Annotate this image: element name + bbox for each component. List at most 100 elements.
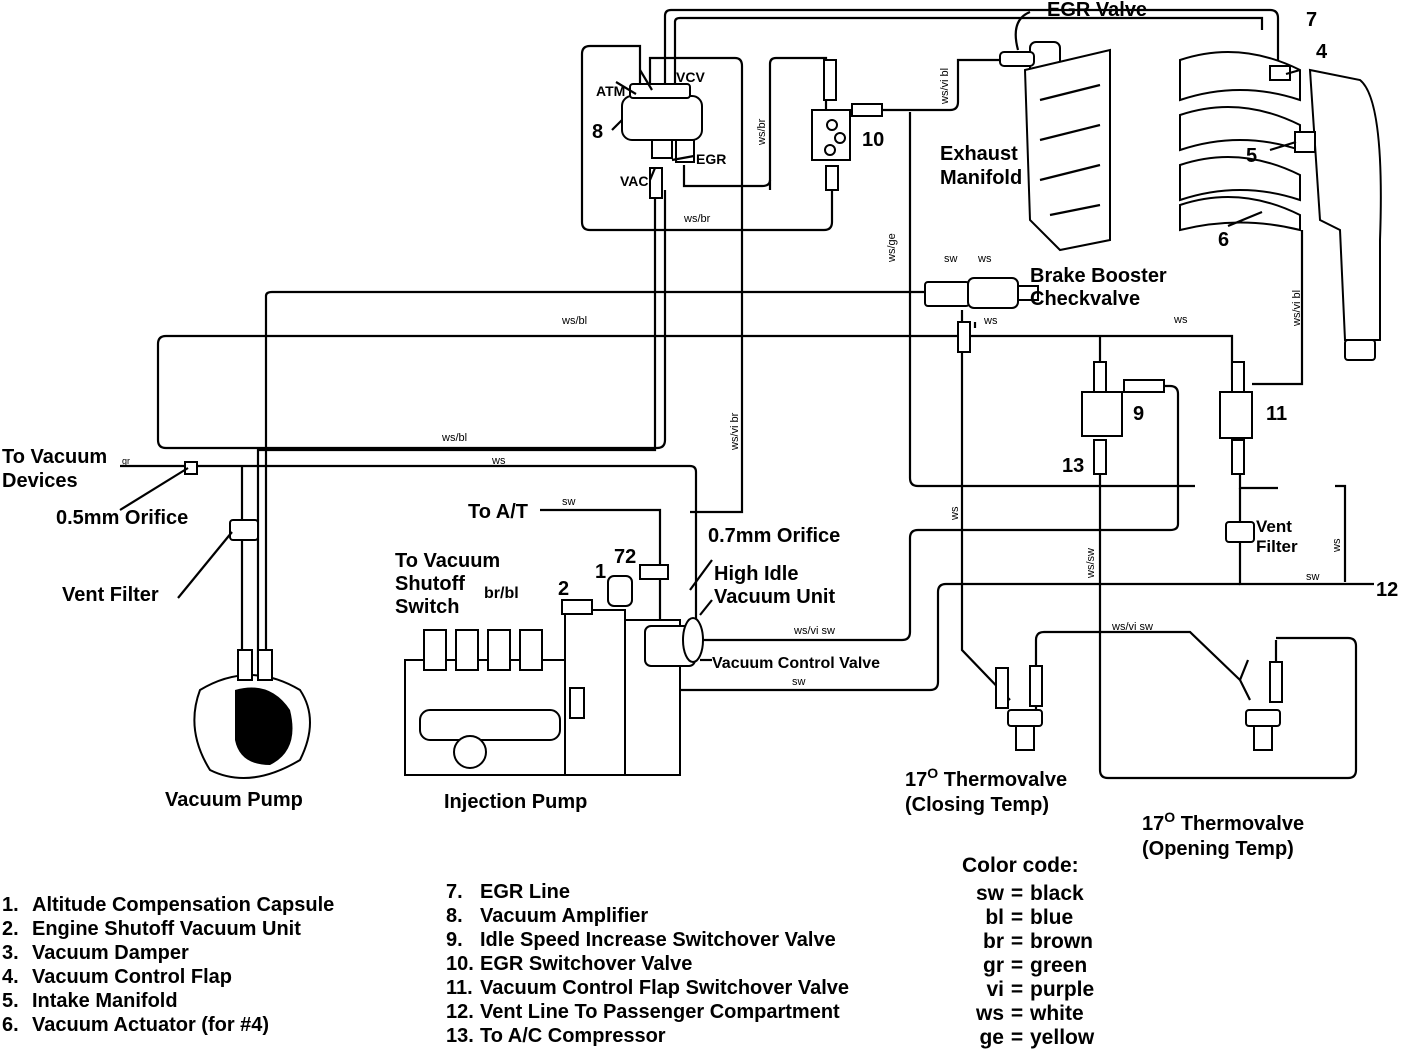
wire-label: ws/vi bl: [1291, 290, 1303, 327]
legend-item: 9.Idle Speed Increase Switchover Valve: [446, 929, 836, 951]
vacuum-control-valve-label: Vacuum Control Valve: [712, 655, 880, 672]
orifice-05-label: 0.5mm Orifice: [56, 507, 188, 529]
wire-label: br/bl: [484, 585, 519, 602]
wire-label: sw: [562, 496, 576, 508]
color-code-item: vi=purple: [986, 978, 1095, 1001]
callout-7: 7: [1306, 9, 1317, 31]
color-code-item: sw=black: [975, 882, 1084, 905]
wire-label: ws: [977, 253, 992, 265]
to-at-label: To A/T: [468, 501, 528, 523]
egr-port-label: EGR: [696, 151, 726, 167]
brake-booster-label-2: Checkvalve: [1030, 288, 1140, 310]
callout-13: 13: [1062, 455, 1084, 477]
legend-item: 6.Vacuum Actuator (for #4): [2, 1014, 270, 1036]
vacuum-pump: [193, 649, 311, 779]
thermovalve-closing: [995, 665, 1043, 751]
high-idle-label-1: High Idle: [714, 563, 798, 585]
wire-label: ws: [1173, 314, 1188, 326]
egr-valve-label: EGR Valve: [1047, 0, 1147, 21]
wire-label: ws: [949, 506, 961, 521]
wire-label: ws/vi sw: [1111, 621, 1153, 633]
vacuum-amplifier: [621, 83, 703, 199]
callout-12: 12: [1376, 579, 1398, 601]
leader-lines: [119, 68, 1301, 662]
thermovalve-opening-label-2: (Opening Temp): [1142, 838, 1294, 860]
wire-label: sw: [1306, 571, 1320, 583]
vacuum-pump-label: Vacuum Pump: [165, 789, 303, 811]
thermovalve-opening-label-1: 17O Thermovalve: [1142, 809, 1304, 835]
wire-label: ws/sw: [1085, 548, 1097, 579]
egr-switchover-valve: [811, 59, 883, 191]
to-vacuum-devices-label-1: To Vacuum: [2, 446, 107, 468]
wire-label: sw: [792, 676, 806, 688]
vent-filter-right-label-1: Vent: [1256, 517, 1292, 536]
to-vacuum-shutoff-label-3: Switch: [395, 596, 459, 618]
wire-label: ws/vi bl: [939, 68, 951, 105]
thermovalve-closing-label-1: 17O Thermovalve: [905, 765, 1067, 791]
vacuum-hoses: [120, 8, 1374, 780]
callout-8: 8: [592, 121, 603, 143]
legend-item: 3.Vacuum Damper: [2, 942, 189, 964]
vac-label: VAC: [620, 173, 649, 189]
wire-label: gr: [122, 456, 130, 466]
callout-10: 10: [862, 129, 884, 151]
legend-item: 2.Engine Shutoff Vacuum Unit: [2, 918, 301, 940]
injection-pump-label: Injection Pump: [444, 791, 587, 813]
legend-left: 1.Altitude Compensation Capsule 2.Engine…: [2, 893, 334, 1037]
legend-item: 8.Vacuum Amplifier: [446, 905, 649, 927]
legend-item: 4.Vacuum Control Flap: [2, 966, 233, 988]
color-code-item: ws=white: [975, 1002, 1084, 1025]
callout-2: 2: [558, 578, 569, 600]
color-code-item: bl=blue: [985, 906, 1074, 929]
exhaust-manifold-label-2: Manifold: [940, 167, 1022, 189]
wire-label: ws: [983, 315, 998, 327]
intake-manifold: [1179, 51, 1382, 361]
callout-5: 5: [1246, 145, 1257, 167]
legend-right: 7.EGR Line 8.Vacuum Amplifier 9.Idle Spe…: [446, 880, 849, 1048]
thermovalve-closing-label-2: (Closing Temp): [905, 794, 1049, 816]
atm-label: ATM: [596, 83, 625, 99]
wire-label: ws/br: [683, 213, 711, 225]
color-code-item: br=brown: [983, 930, 1093, 953]
callout-11: 11: [1266, 403, 1287, 425]
vent-filter-right-label-2: Filter: [1256, 537, 1298, 556]
brake-booster-label-1: Brake Booster: [1030, 265, 1167, 287]
callout-6: 6: [1218, 229, 1229, 251]
wire-label: ws/br: [756, 118, 768, 146]
wire-label: ws/bl: [441, 432, 467, 444]
wire-label: ws/vi br: [729, 412, 741, 451]
thermovalve-opening: [1245, 661, 1283, 751]
callout-9: 9: [1133, 403, 1144, 425]
injection-pump: [404, 564, 704, 776]
to-vacuum-shutoff-label-1: To Vacuum: [395, 550, 500, 572]
legend-item: 13.To A/C Compressor: [446, 1025, 666, 1047]
exhaust-manifold: [1023, 48, 1111, 252]
orifice-07-label: 0.7mm Orifice: [708, 525, 840, 547]
vent-filter-right: [1225, 521, 1255, 543]
legend-item: 10.EGR Switchover Valve: [446, 953, 693, 975]
color-code-item: gr=green: [983, 954, 1088, 977]
wire-label: ws: [1331, 538, 1343, 553]
to-vacuum-devices-label-2: Devices: [2, 470, 78, 492]
legend-item: 12.Vent Line To Passenger Compartment: [446, 1001, 840, 1023]
brake-booster-checkvalve: [924, 277, 1039, 353]
wire-label: sw: [944, 253, 958, 265]
wire-label: ws: [491, 455, 506, 467]
exhaust-manifold-label-1: Exhaust: [940, 143, 1018, 165]
callout-72: 72: [614, 546, 636, 568]
vent-filter-left: [184, 461, 259, 541]
legend-item: 7.EGR Line: [446, 881, 571, 903]
callout-1: 1: [595, 561, 606, 583]
wire-label: ws/vi sw: [793, 625, 835, 637]
color-code-title: Color code:: [962, 854, 1079, 877]
legend-item: 5.Intake Manifold: [2, 990, 178, 1012]
vcv-label: VCV: [676, 69, 705, 85]
wire-label: ws/bl: [561, 315, 587, 327]
color-code-legend: Color code: sw=black bl=blue br=brown gr…: [962, 854, 1094, 1050]
vent-filter-left-label: Vent Filter: [62, 584, 159, 606]
high-idle-label-2: Vacuum Unit: [714, 586, 835, 608]
legend-item: 11.Vacuum Control Flap Switchover Valve: [446, 977, 849, 999]
to-vacuum-shutoff-label-2: Shutoff: [395, 573, 465, 595]
vacuum-control-flap-switchover-valve: [1219, 361, 1253, 475]
